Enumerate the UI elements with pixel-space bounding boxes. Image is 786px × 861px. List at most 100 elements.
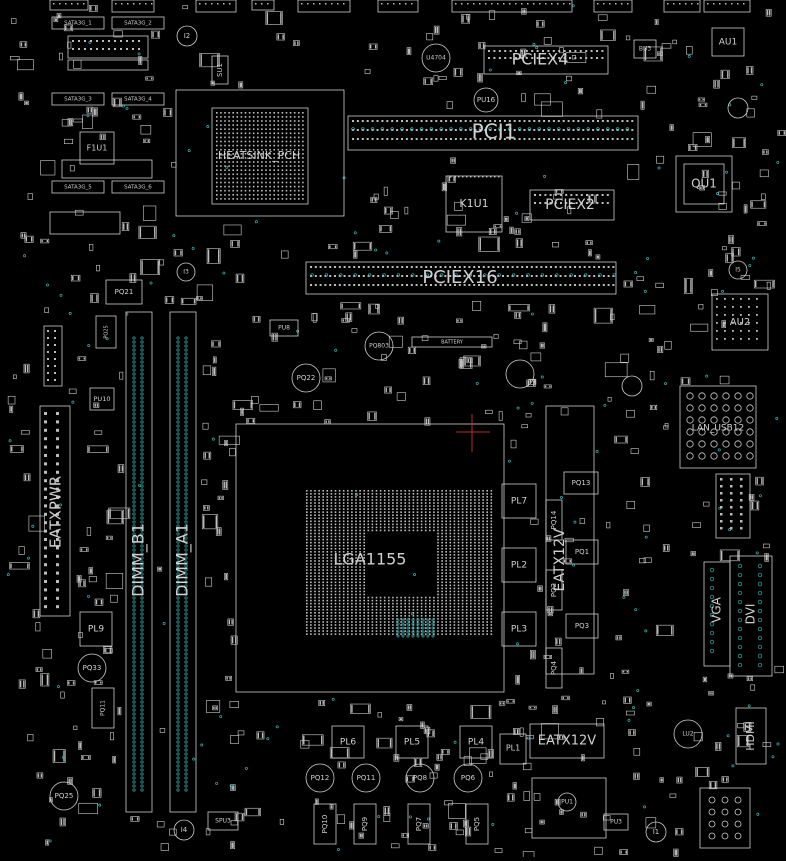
pad xyxy=(557,129,560,131)
land-pad xyxy=(470,590,472,593)
land-pad xyxy=(342,526,345,529)
land-pad xyxy=(371,633,374,635)
pad xyxy=(265,128,267,130)
land-pad xyxy=(367,605,370,608)
land-pad xyxy=(465,529,468,532)
land-pad xyxy=(326,624,329,626)
land-pad xyxy=(326,505,329,507)
component-outline xyxy=(64,138,73,144)
land-pad xyxy=(322,572,324,574)
land-pad xyxy=(318,572,320,574)
pad xyxy=(528,129,531,131)
small-component xyxy=(212,705,218,711)
land-pad xyxy=(342,615,345,617)
land-pad xyxy=(404,514,406,516)
via xyxy=(132,784,136,788)
pad xyxy=(56,479,59,483)
pad xyxy=(407,48,410,54)
land-pad xyxy=(314,554,316,556)
land-pad xyxy=(441,627,443,629)
land-pad xyxy=(379,499,382,501)
land-pad xyxy=(445,535,447,538)
pad xyxy=(289,112,292,114)
small-component xyxy=(232,400,254,410)
via xyxy=(396,273,401,277)
pad xyxy=(78,357,81,360)
land-pad xyxy=(342,551,345,553)
land-pad xyxy=(338,596,341,599)
component-outline xyxy=(201,479,208,485)
component-outline xyxy=(657,346,664,353)
small-component xyxy=(159,259,165,266)
land-pad xyxy=(322,547,324,550)
pad xyxy=(224,124,226,126)
land-pad xyxy=(465,502,468,504)
small-component xyxy=(59,52,63,61)
component-outline xyxy=(422,376,431,385)
pad xyxy=(567,138,570,140)
via xyxy=(132,472,136,476)
small-component xyxy=(450,157,457,164)
pad xyxy=(314,275,317,277)
land-pad xyxy=(408,520,411,523)
land-pad xyxy=(334,541,337,544)
via xyxy=(184,676,188,680)
land-pad xyxy=(486,590,488,593)
land-pad xyxy=(478,572,480,574)
pad xyxy=(220,148,222,151)
pad xyxy=(660,778,663,782)
pad xyxy=(557,120,560,122)
land-pad xyxy=(408,608,411,611)
pad xyxy=(444,284,447,286)
land-pad xyxy=(470,551,472,553)
land-pad xyxy=(371,526,374,529)
land-pad xyxy=(314,584,316,587)
pad xyxy=(602,284,605,286)
component-outline xyxy=(69,165,75,172)
land-pad xyxy=(330,605,333,608)
component-outline xyxy=(228,448,236,457)
land-pad xyxy=(453,602,456,605)
land-pad xyxy=(322,496,324,498)
land-pad xyxy=(326,502,329,504)
land-pad xyxy=(318,590,320,593)
pad xyxy=(269,189,271,192)
pad xyxy=(224,194,226,196)
via xyxy=(184,384,188,388)
pad xyxy=(297,41,299,45)
land-pad xyxy=(478,493,480,495)
land-pad xyxy=(461,508,464,510)
land-pad xyxy=(449,630,452,632)
pad xyxy=(761,478,763,485)
land-pad xyxy=(392,526,394,529)
land-pad xyxy=(383,508,386,510)
via xyxy=(776,160,780,164)
component-outline xyxy=(750,500,760,511)
land-pad xyxy=(470,514,472,516)
component-outline xyxy=(440,749,450,755)
via xyxy=(140,736,144,740)
land-pad xyxy=(347,621,349,623)
pad xyxy=(285,194,288,196)
pad xyxy=(240,132,243,135)
land-pad xyxy=(412,514,415,516)
land-pad xyxy=(461,633,464,635)
small-component xyxy=(18,546,25,555)
component-outline xyxy=(230,841,235,850)
land-pad xyxy=(388,490,390,492)
land-pad xyxy=(306,551,308,553)
land-pad xyxy=(445,520,447,523)
land-pad xyxy=(330,615,333,617)
land-pad xyxy=(383,496,386,498)
land-pad xyxy=(388,496,390,498)
land-pad xyxy=(437,505,439,507)
land-pad xyxy=(486,532,488,535)
pad xyxy=(356,129,359,131)
land-pad xyxy=(482,605,484,608)
pad xyxy=(406,275,408,277)
land-pad xyxy=(416,496,419,498)
small-component xyxy=(662,544,670,552)
via xyxy=(132,692,136,696)
land-pad xyxy=(486,538,488,541)
component-outline xyxy=(765,8,772,17)
